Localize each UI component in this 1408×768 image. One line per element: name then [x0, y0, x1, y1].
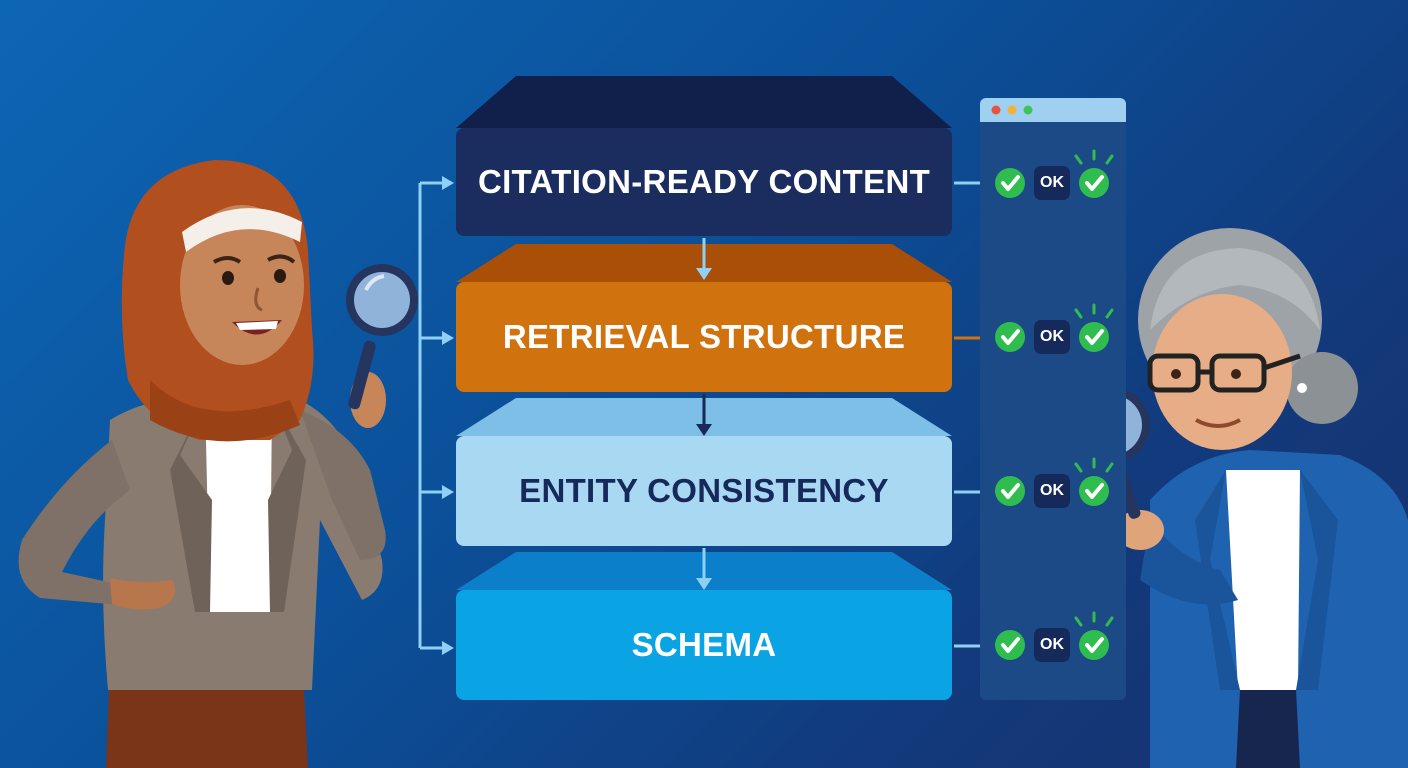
window-dot-yellow — [1007, 105, 1017, 115]
window-dot-green — [1023, 105, 1033, 115]
check-icon-left-1 — [995, 168, 1025, 198]
check-icon-left-3 — [995, 476, 1025, 506]
check-icon-right-1 — [1079, 168, 1109, 198]
panel-connectors — [954, 181, 980, 648]
window-dot-red — [991, 105, 1001, 115]
check-icon-right-3 — [1079, 476, 1109, 506]
check-icon-right-4 — [1079, 630, 1109, 660]
flow-arrows — [696, 238, 712, 590]
woman-right-illustration — [1074, 228, 1408, 768]
woman-left-illustration — [18, 160, 418, 768]
ok-badge-4: OK — [1034, 628, 1070, 662]
bracket-arrowheads — [442, 176, 454, 655]
bracket-connector — [418, 181, 446, 650]
check-icon-left-4 — [995, 630, 1025, 660]
sparkle-icon-1 — [1074, 149, 1114, 165]
check-icon-right-2 — [1079, 322, 1109, 352]
sparkle-icon-2 — [1074, 303, 1114, 319]
sparkle-icon-4 — [1074, 611, 1114, 627]
layer-citation-ready-content — [456, 76, 952, 236]
sparkle-icon-3 — [1074, 457, 1114, 473]
ok-badge-3: OK — [1034, 474, 1070, 508]
check-icon-left-2 — [995, 322, 1025, 352]
checklist-window — [980, 98, 1126, 700]
check-rows — [995, 149, 1114, 660]
ok-badge-1: OK — [1034, 166, 1070, 200]
ok-badge-2: OK — [1034, 320, 1070, 354]
